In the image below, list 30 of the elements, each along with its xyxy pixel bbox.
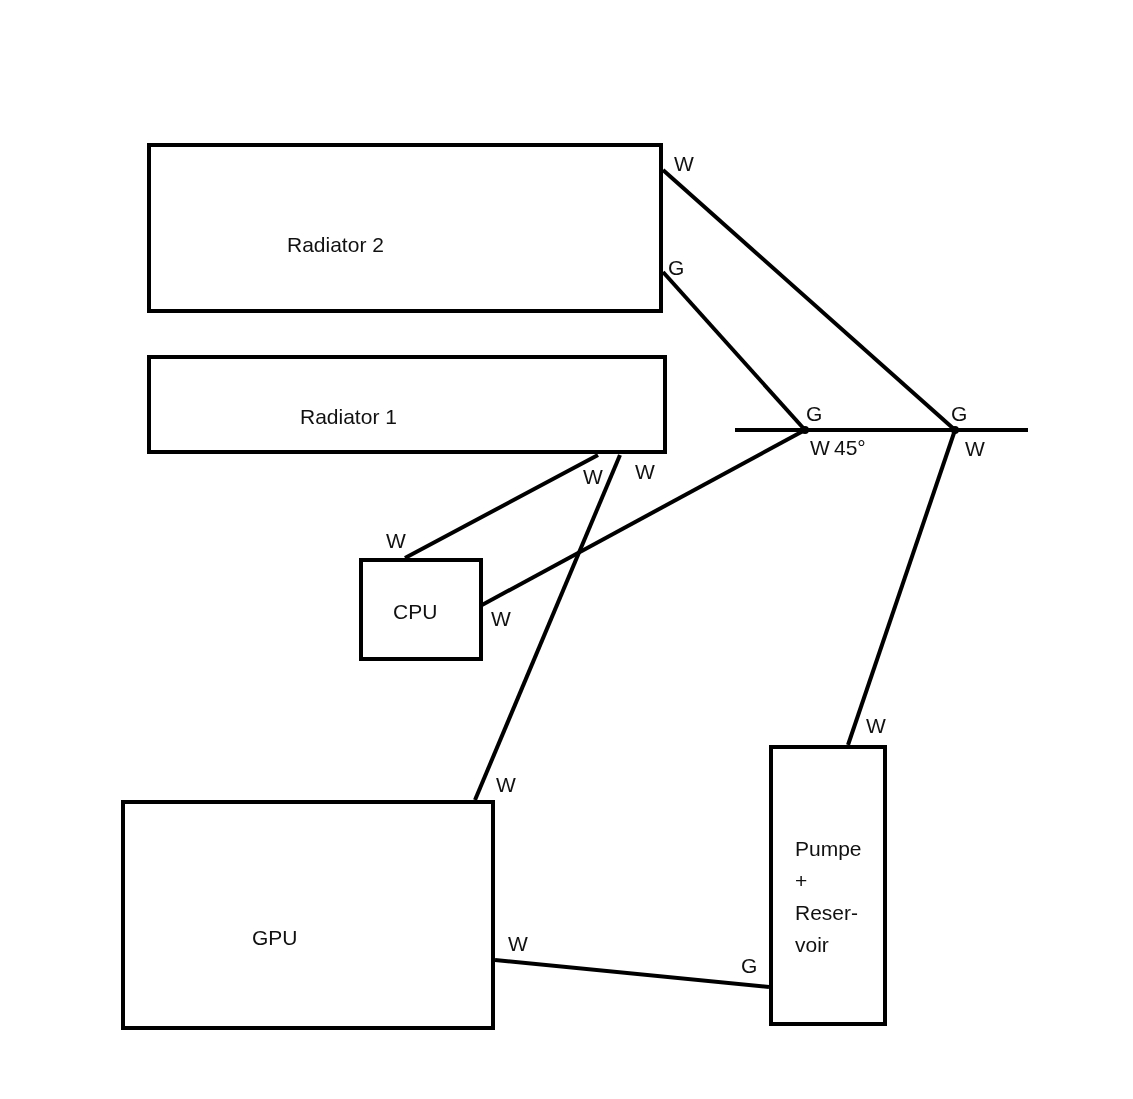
port-label: W — [635, 460, 655, 484]
port-label: W — [583, 465, 603, 489]
port-label: G — [951, 402, 968, 426]
port-label: 45° — [834, 436, 866, 460]
port-label: W — [674, 152, 694, 176]
port-label: G — [806, 402, 823, 426]
tube-line — [473, 454, 622, 801]
component-box — [121, 800, 495, 1030]
tube-line — [494, 958, 770, 989]
port-label: W — [491, 607, 511, 631]
component-box — [147, 143, 663, 313]
port-label: W — [810, 436, 830, 460]
port-label: W — [496, 773, 516, 797]
port-label: W — [386, 529, 406, 553]
component-label: GPU — [252, 925, 298, 951]
component-label: Radiator 2 — [287, 232, 384, 258]
port-label: W — [965, 437, 985, 461]
component-box — [359, 558, 483, 661]
component-label: Pumpe + Reser-voir — [795, 836, 863, 958]
junction-point — [801, 426, 809, 434]
tube-line — [404, 453, 599, 560]
port-label: W — [508, 932, 528, 956]
junction-point — [951, 426, 959, 434]
port-label: W — [866, 714, 886, 738]
component-label: CPU — [393, 599, 438, 625]
port-label: G — [668, 256, 685, 280]
component-box — [147, 355, 667, 454]
port-label: G — [741, 954, 758, 978]
component-label: Radiator 1 — [300, 404, 397, 430]
component-box — [769, 745, 887, 1026]
